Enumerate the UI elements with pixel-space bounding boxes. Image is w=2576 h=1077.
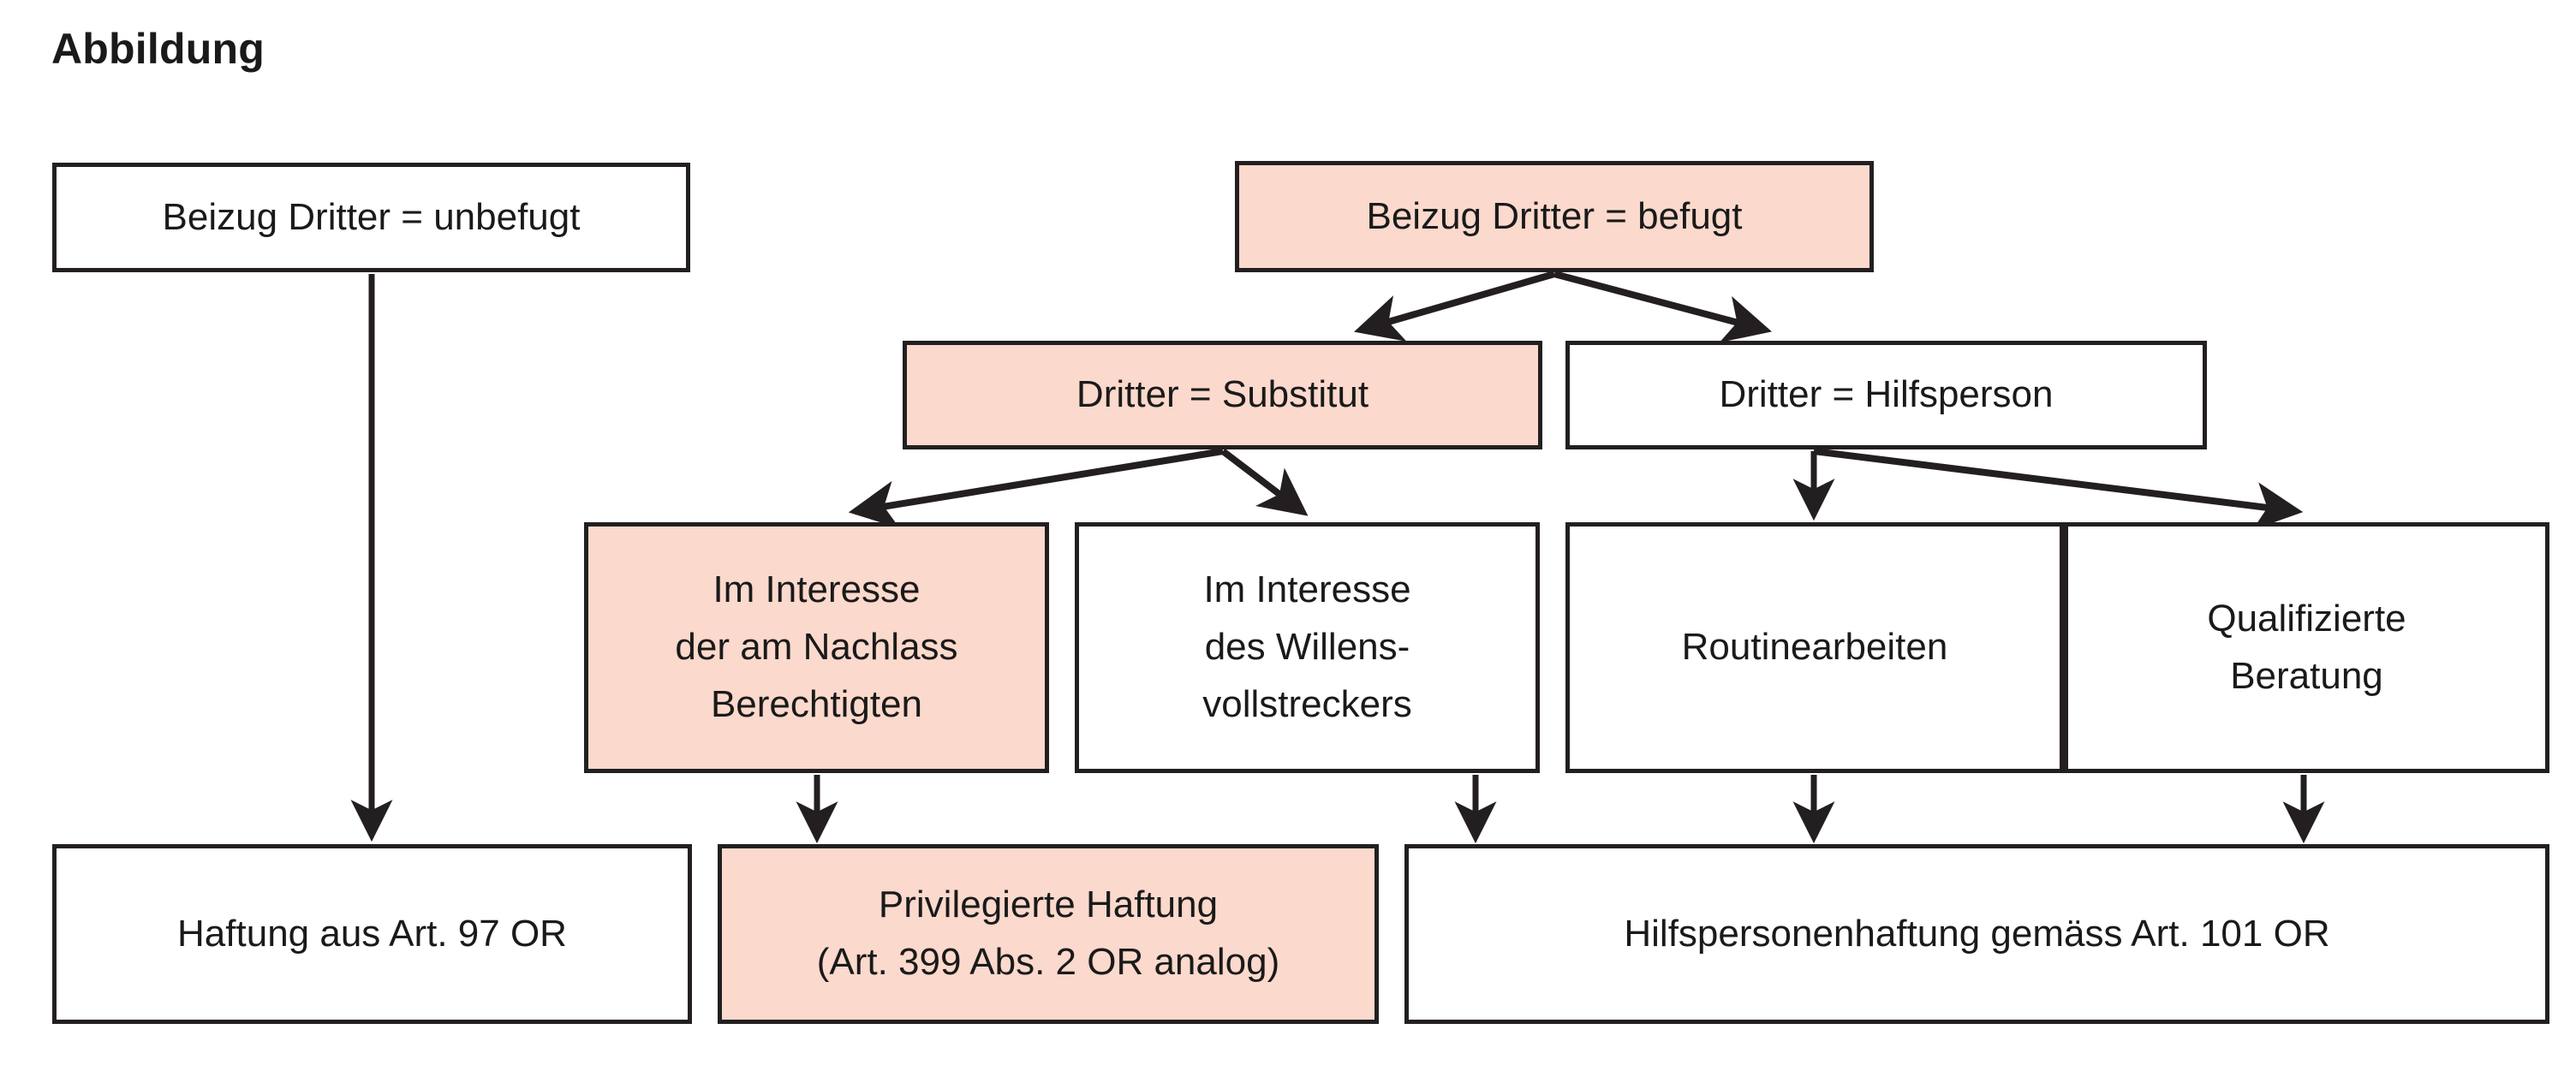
node-privilegierte-haftung[interactable]: Privilegierte Haftung (Art. 399 Abs. 2 O… (718, 844, 1379, 1024)
edge-substitut-to-willensvollstrecker (1220, 448, 1309, 516)
node-label: Hilfspersonenhaftung gemäss Art. 101 OR (1624, 912, 2330, 955)
node-label: Privilegierte Haftung (Art. 399 Abs. 2 O… (816, 884, 1280, 983)
edge-hilfsperson-to-beratung (1813, 448, 2304, 531)
node-label: Im Interesse des Willens- vollstreckers (1202, 568, 1412, 725)
node-beizug-befugt[interactable]: Beizug Dritter = befugt (1235, 161, 1874, 272)
node-dritter-substitut[interactable]: Dritter = Substitut (903, 341, 1542, 449)
node-label: Haftung aus Art. 97 OR (177, 912, 567, 955)
node-label: Im Interesse der am Nachlass Berechtigte… (675, 568, 958, 725)
node-beizug-unbefugt[interactable]: Beizug Dritter = unbefugt (52, 163, 690, 272)
edge-befugt-to-hilfsperson (1553, 271, 1773, 343)
node-routinearbeiten[interactable]: Routinearbeiten (1565, 522, 2064, 773)
node-interesse-willensvollstrecker[interactable]: Im Interesse des Willens- vollstreckers (1075, 522, 1540, 773)
node-label: Routinearbeiten (1681, 626, 1948, 669)
node-dritter-hilfsperson[interactable]: Dritter = Hilfsperson (1565, 341, 2207, 449)
node-label: Qualifizierte Beratung (2207, 597, 2406, 697)
node-interesse-nachlass[interactable]: Im Interesse der am Nachlass Berechtigte… (584, 522, 1049, 773)
page-title: Abbildung (51, 25, 265, 73)
node-label: Dritter = Hilfsperson (1719, 373, 2054, 416)
node-haftung-97-or[interactable]: Haftung aus Art. 97 OR (52, 844, 692, 1024)
node-label: Beizug Dritter = unbefugt (162, 195, 581, 238)
node-hilfspersonenhaftung[interactable]: Hilfspersonenhaftung gemäss Art. 101 OR (1404, 844, 2549, 1024)
edge-substitut-to-nachlass (848, 448, 1224, 529)
edge-befugt-to-substitut (1354, 271, 1556, 342)
node-qualifizierte-beratung[interactable]: Qualifizierte Beratung (2064, 522, 2549, 773)
node-label: Dritter = Substitut (1076, 373, 1369, 416)
node-label: Beizug Dritter = befugt (1366, 194, 1743, 237)
